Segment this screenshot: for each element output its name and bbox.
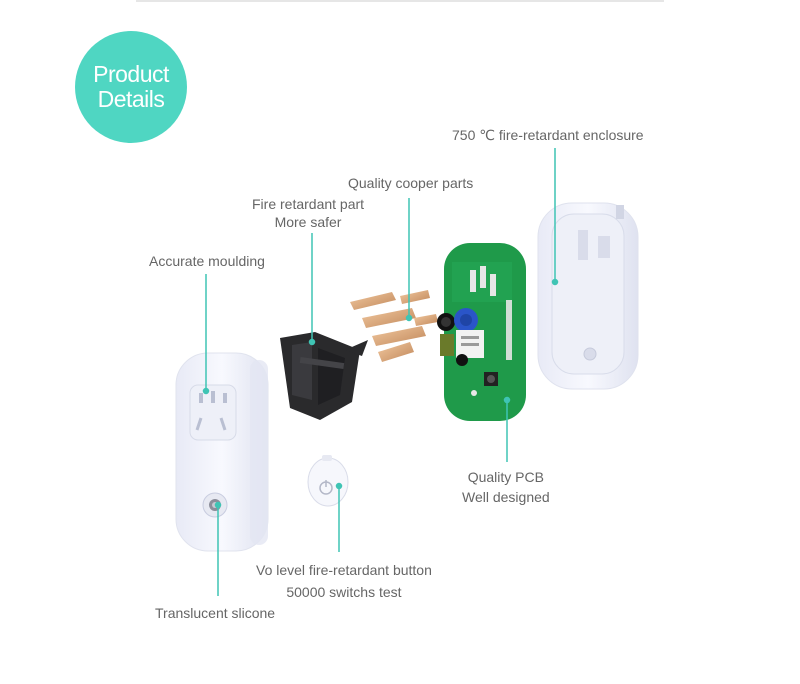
label-button-line-2: 50000 switchs test [286,584,402,600]
label-quality-pcb: Quality PCB Well designed [462,467,550,507]
label-translucent-silicone: Translucent slicone [155,605,276,621]
label-fire-retardant-line-1: Fire retardant part [252,196,365,212]
label-fire-retardant-part: Fire retardant part More safer [252,195,364,231]
badge-line-2: Details [97,86,165,112]
capacitor [437,313,455,331]
top-divider [136,0,664,2]
round-power-button-part [307,455,349,507]
label-button-line-1: Vo level fire-retardant button [256,562,432,578]
label-enclosure: 750 ℃ fire-retardant enclosure [452,127,644,143]
label-accurate-moulding: Accurate moulding [149,253,265,269]
label-copper-parts: Quality cooper parts [348,175,474,191]
label-pcb-line-1: Quality PCB [467,469,544,485]
leader-lines [202,148,559,596]
copper-parts [350,290,438,362]
product-details-badge: Product Details [75,31,187,143]
label-fire-retardant-line-2: More safer [274,214,342,230]
label-pcb-line-2: Well designed [462,489,550,505]
label-button: Vo level fire-retardant button 50000 swi… [256,559,432,603]
back-enclosure [537,202,639,390]
fire-retardant-bracket [280,332,368,420]
socket-holes [189,384,237,441]
pcb-board [437,243,526,421]
front-face-plate [175,352,269,552]
badge-line-1: Product [93,61,169,87]
